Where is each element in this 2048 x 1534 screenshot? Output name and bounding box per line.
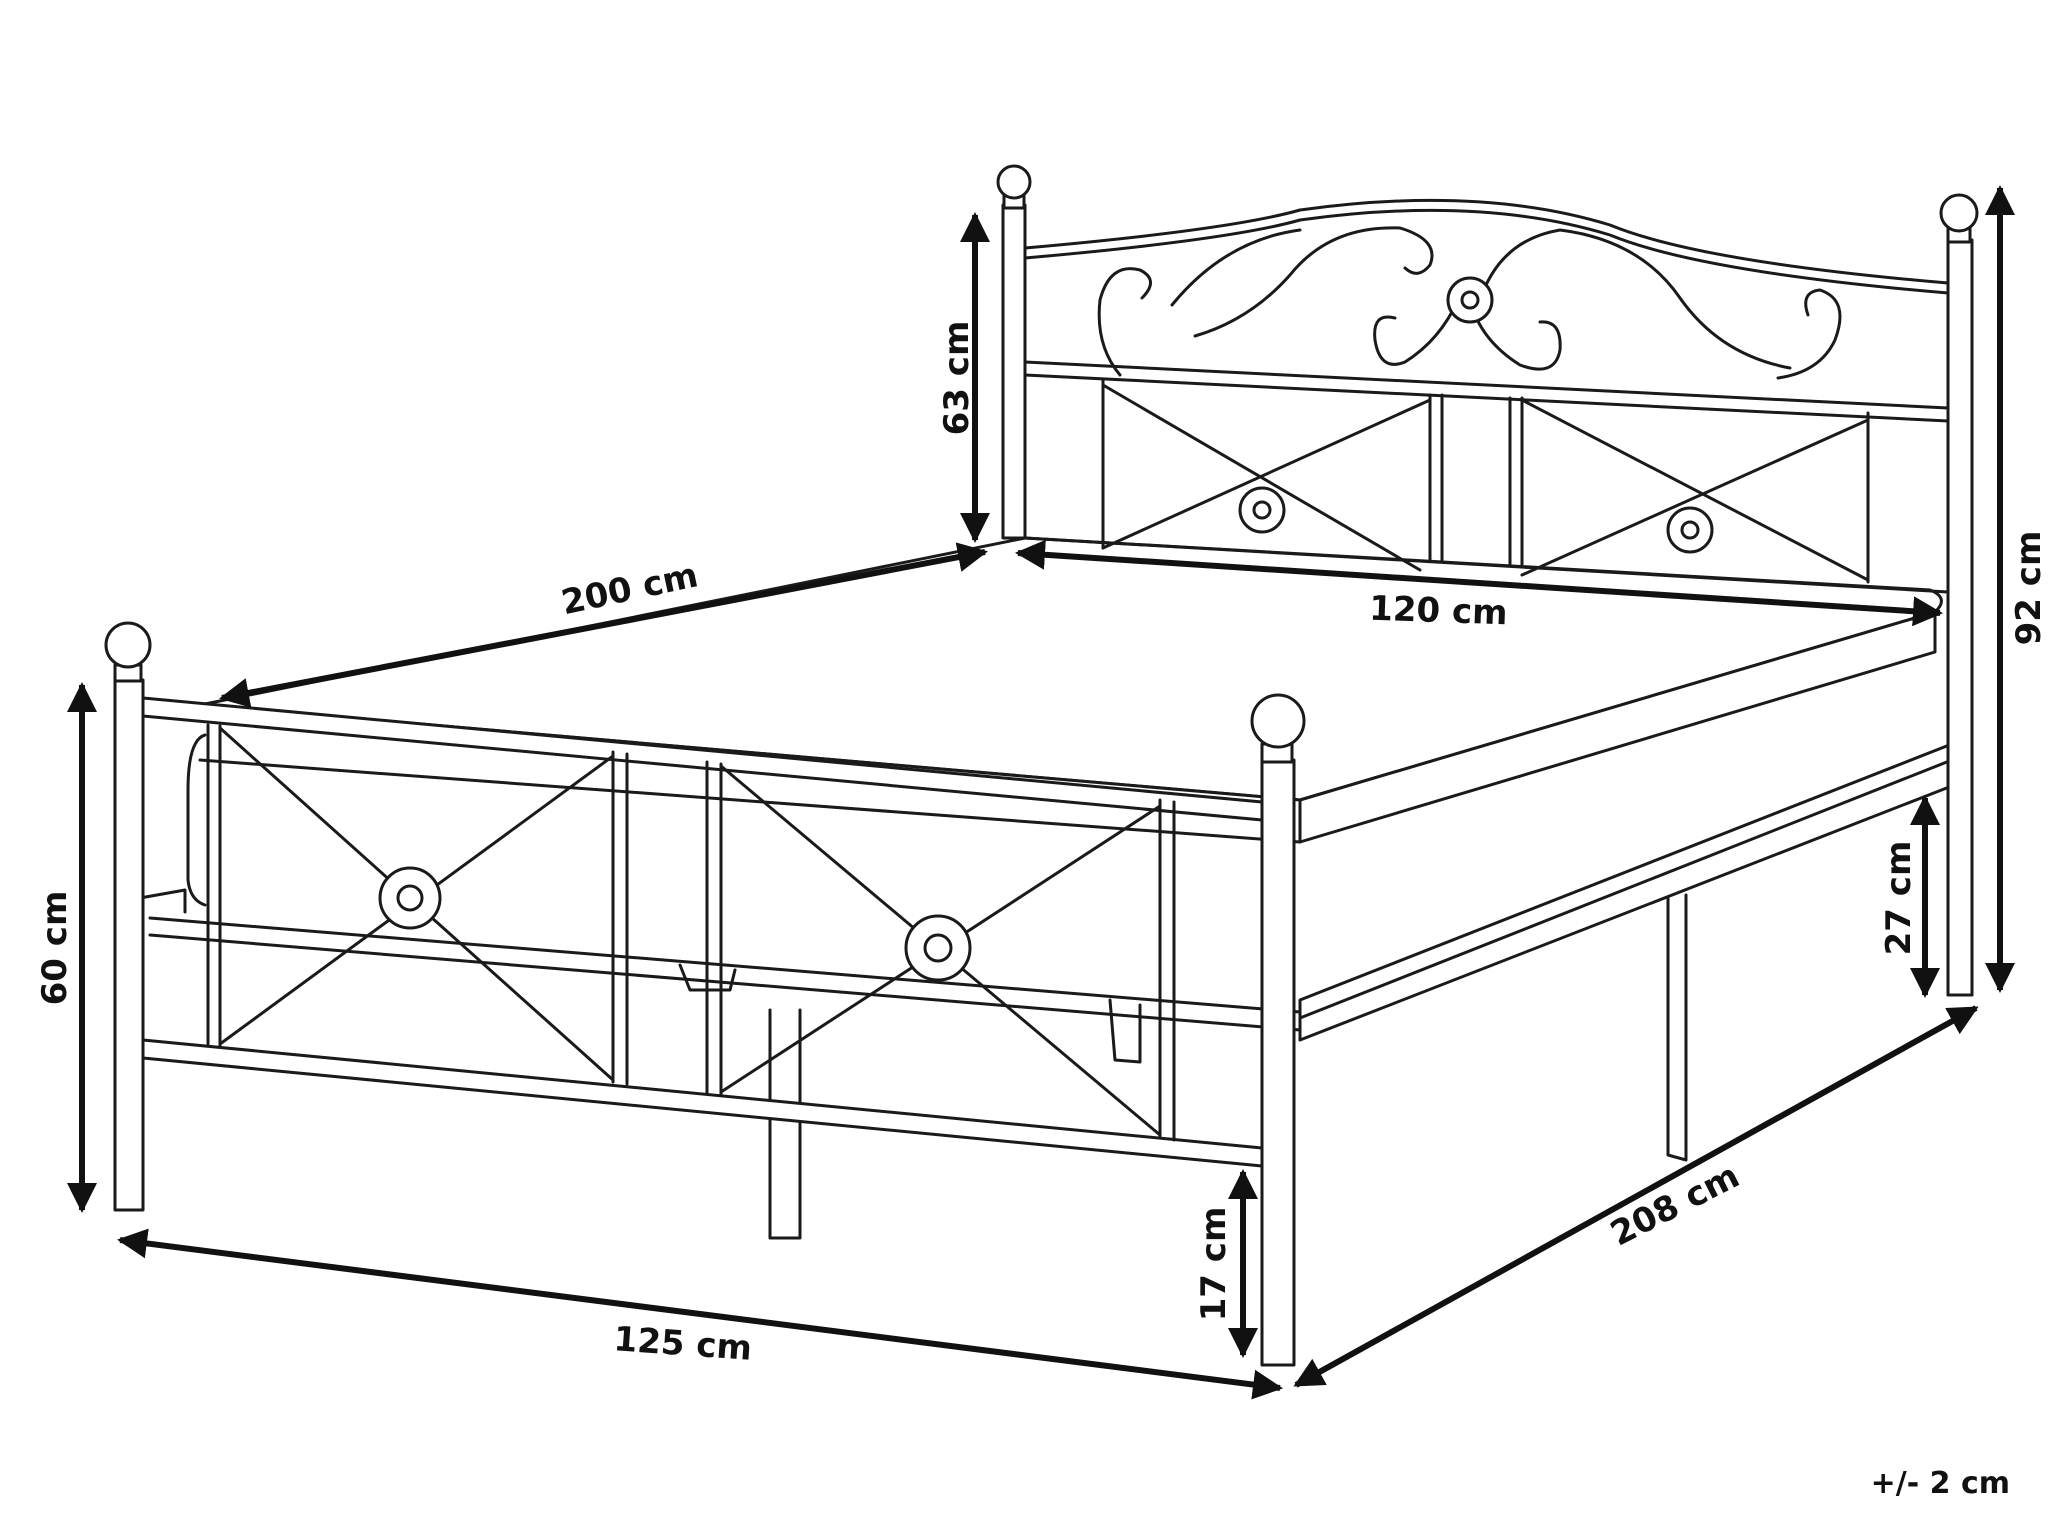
arrow-width-outer xyxy=(117,1228,1283,1400)
dimension-arrows xyxy=(67,185,2015,1400)
label-width-outer: 125 cm xyxy=(612,1319,753,1369)
label-total-height: 92 cm xyxy=(2009,531,2048,646)
arrow-length-inner xyxy=(219,542,988,708)
label-footboard-height: 60 cm xyxy=(35,891,75,1006)
label-leg-clearance: 17 cm xyxy=(1194,1207,1234,1322)
label-headboard-height: 63 cm xyxy=(937,321,977,436)
label-frame-height: 27 cm xyxy=(1879,841,1919,956)
tolerance-note: +/- 2 cm xyxy=(1871,1466,2010,1501)
arrow-length-outer xyxy=(1293,1005,1979,1388)
dimension-labels: 63 cm 92 cm 60 cm 200 cm 120 cm 125 cm 2… xyxy=(35,321,2048,1501)
arrow-width-inner xyxy=(1015,539,1943,627)
footboard xyxy=(104,621,1306,1367)
label-width-inner: 120 cm xyxy=(1369,589,1509,634)
